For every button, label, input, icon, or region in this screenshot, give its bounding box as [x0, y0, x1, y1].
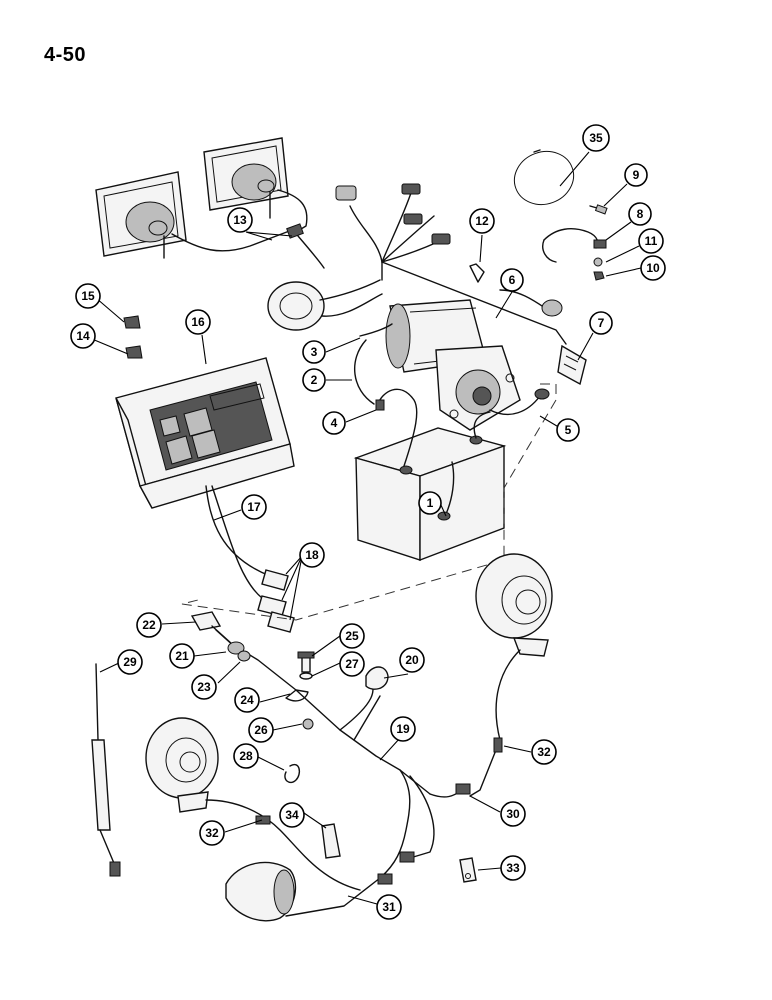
svg-text:34: 34 — [285, 808, 299, 822]
callout-20: 20 — [399, 647, 425, 673]
svg-text:14: 14 — [76, 329, 90, 343]
bracket-33 — [459, 857, 477, 883]
horn-unit-top — [267, 279, 383, 331]
callout-19: 19 — [390, 716, 416, 742]
svg-text:29: 29 — [123, 655, 137, 669]
callout-16: 16 — [185, 309, 211, 335]
callout-26: 26 — [248, 717, 274, 743]
callout-13: 13 — [227, 207, 253, 233]
svg-text:33: 33 — [506, 861, 520, 875]
callout-6: 6 — [500, 268, 524, 292]
rear-harness — [190, 611, 471, 917]
starter-motor — [385, 299, 550, 431]
svg-text:1: 1 — [427, 496, 434, 510]
svg-text:12: 12 — [475, 214, 489, 228]
callout-3: 3 — [302, 340, 326, 364]
svg-text:25: 25 — [345, 629, 359, 643]
svg-text:4: 4 — [331, 416, 338, 430]
callout-21: 21 — [169, 643, 195, 669]
svg-text:15: 15 — [81, 289, 95, 303]
callout-27: 27 — [339, 651, 365, 677]
svg-text:32: 32 — [537, 745, 551, 759]
horn-right — [469, 553, 553, 797]
svg-text:17: 17 — [247, 500, 261, 514]
svg-text:21: 21 — [175, 649, 189, 663]
hardware-bottom — [284, 651, 315, 784]
callout-32-left: 32 — [199, 820, 225, 846]
callout-30: 30 — [500, 801, 526, 827]
svg-text:30: 30 — [506, 807, 520, 821]
svg-text:9: 9 — [633, 168, 640, 182]
svg-text:19: 19 — [396, 722, 410, 736]
horn-left — [145, 717, 361, 891]
callout-25: 25 — [339, 623, 365, 649]
svg-text:18: 18 — [305, 548, 319, 562]
svg-text:31: 31 — [382, 900, 396, 914]
svg-text:11: 11 — [645, 234, 658, 248]
bracket-34 — [321, 823, 341, 859]
svg-text:27: 27 — [345, 657, 359, 671]
svg-text:13: 13 — [233, 213, 247, 227]
svg-text:3: 3 — [311, 345, 318, 359]
callout-10: 10 — [640, 255, 666, 281]
svg-text:20: 20 — [405, 653, 419, 667]
svg-text:24: 24 — [240, 693, 254, 707]
svg-text:32: 32 — [205, 826, 219, 840]
callout-7: 7 — [589, 311, 613, 335]
callout-1: 1 — [418, 491, 442, 515]
svg-text:26: 26 — [254, 723, 268, 737]
instrument-cluster — [115, 357, 295, 509]
antenna — [91, 663, 121, 877]
svg-text:7: 7 — [598, 316, 605, 330]
callout-18: 18 — [299, 542, 325, 568]
callout-12: 12 — [469, 208, 495, 234]
indicator-lamp — [225, 861, 297, 922]
headlamp-wiring — [171, 189, 325, 269]
svg-text:23: 23 — [197, 680, 211, 694]
headlamp-left — [95, 171, 187, 259]
clip-15 — [123, 315, 141, 329]
callout-35: 35 — [582, 124, 610, 152]
harness-dash-outline — [181, 383, 557, 621]
callout-24: 24 — [234, 687, 260, 713]
svg-text:10: 10 — [646, 261, 660, 275]
callout-17: 17 — [241, 494, 267, 520]
svg-text:2: 2 — [311, 373, 318, 387]
clip-14 — [125, 345, 143, 359]
callout-9: 9 — [624, 163, 648, 187]
battery — [353, 388, 507, 562]
callout-leaders — [91, 151, 642, 905]
hardware-top-right — [469, 149, 608, 283]
callout-28: 28 — [233, 743, 259, 769]
battery-cables — [354, 323, 393, 411]
headlamp-right — [203, 137, 289, 219]
callout-11: 11 — [638, 228, 664, 254]
callout-29: 29 — [117, 649, 143, 675]
callout-14: 14 — [70, 323, 96, 349]
page-number: 4-50 — [44, 44, 87, 66]
main-harness — [335, 183, 587, 386]
callout-8: 8 — [628, 202, 652, 226]
callout-2: 2 — [302, 368, 326, 392]
callout-22: 22 — [136, 612, 162, 638]
svg-text:6: 6 — [509, 273, 516, 287]
svg-text:5: 5 — [565, 423, 572, 437]
callout-32-right: 32 — [531, 739, 557, 765]
svg-text:28: 28 — [239, 749, 253, 763]
callout-15: 15 — [75, 283, 101, 309]
callout-5: 5 — [556, 418, 580, 442]
svg-text:22: 22 — [142, 618, 156, 632]
callout-33: 33 — [500, 855, 526, 881]
callout-34: 34 — [279, 802, 305, 828]
cluster-harness — [205, 485, 295, 633]
callout-23: 23 — [191, 674, 217, 700]
callout-4: 4 — [322, 411, 346, 435]
svg-text:8: 8 — [637, 207, 644, 221]
svg-text:16: 16 — [191, 315, 205, 329]
svg-text:35: 35 — [589, 131, 603, 145]
callout-31: 31 — [376, 894, 402, 920]
